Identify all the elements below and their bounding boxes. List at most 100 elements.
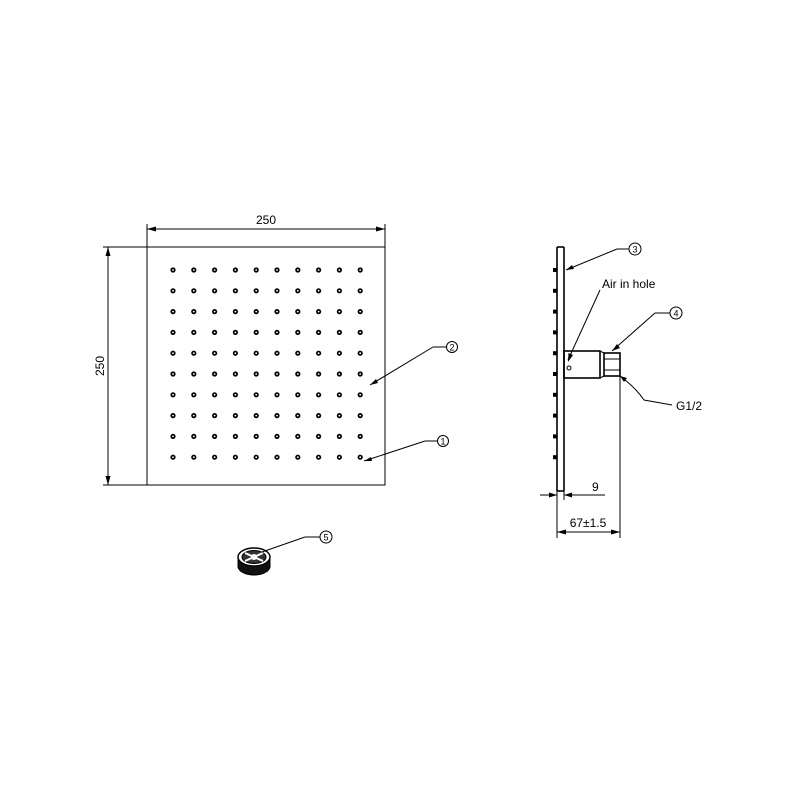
- callout-1: 1: [363, 435, 449, 462]
- nozzle-hole: [192, 393, 195, 396]
- callout-3: 3: [565, 242, 642, 271]
- nozzle-hole: [317, 289, 320, 292]
- nozzle-hole: [296, 269, 299, 271]
- nozzle-hole: [255, 352, 258, 355]
- nozzle-hole: [338, 373, 341, 375]
- nozzle-hole: [338, 456, 341, 459]
- nozzle-hole: [234, 393, 237, 396]
- nozzle-hole: [255, 331, 258, 334]
- nozzle-hole: [359, 352, 362, 355]
- nozzle-hole: [338, 435, 341, 438]
- nozzle-hole: [213, 331, 216, 334]
- nozzle-hole: [276, 456, 278, 459]
- nozzle-hole: [317, 435, 320, 438]
- nozzle-hole: [359, 393, 362, 396]
- callout-5: 5: [261, 530, 333, 553]
- nozzle-hole: [338, 393, 341, 396]
- nozzle-hole: [317, 310, 320, 313]
- nozzle-hole: [338, 352, 341, 355]
- nozzle-hole: [192, 310, 195, 313]
- height-dimension-label: 250: [93, 356, 107, 376]
- nozzle-hole: [359, 289, 362, 292]
- nozzle-hole: [192, 352, 195, 355]
- depth-dimension: 67±1.5: [557, 376, 621, 538]
- side-nozzle-mark: [553, 309, 557, 314]
- side-nozzle-mark: [553, 413, 557, 418]
- nozzle-hole: [234, 289, 237, 292]
- nozzle-hole: [192, 414, 195, 417]
- nozzle-hole: [317, 414, 320, 417]
- nozzle-hole: [276, 414, 278, 417]
- nozzle-hole: [213, 373, 216, 375]
- nozzle-hole: [172, 414, 174, 417]
- nozzle-hole: [172, 352, 174, 355]
- nozzle-hole: [276, 352, 278, 355]
- callout-4: 4: [611, 306, 683, 352]
- nozzle-hole: [234, 435, 237, 438]
- side-view: Air in hole 3 4 G1/2: [540, 242, 702, 538]
- nozzle-hole: [359, 331, 362, 334]
- nozzle-hole: [213, 310, 216, 313]
- nozzle-hole: [213, 352, 216, 355]
- nozzle-hole: [359, 435, 362, 438]
- nozzle-hole: [213, 435, 216, 438]
- nozzle-hole: [338, 289, 341, 292]
- nozzle-hole: [338, 269, 341, 271]
- nozzle-hole: [296, 310, 299, 313]
- air-in-hole: [566, 365, 572, 371]
- nozzle-hole: [234, 352, 237, 355]
- nozzle-hole: [276, 310, 278, 313]
- nozzle-hole: [359, 310, 362, 313]
- shower-plate-outline: [146, 246, 386, 486]
- nozzle-hole: [317, 269, 320, 271]
- side-nozzle-mark: [553, 288, 557, 293]
- nozzle-hole: [276, 393, 278, 396]
- width-dimension-label: 250: [256, 213, 276, 227]
- nozzle-hole: [192, 269, 195, 271]
- nozzle-hole: [359, 269, 362, 271]
- nozzle-hole: [317, 331, 320, 334]
- nozzle-hole: [234, 373, 237, 375]
- nozzle-hole: [276, 269, 278, 271]
- nozzle-hole: [317, 352, 320, 355]
- nozzle-hole: [296, 331, 299, 334]
- nozzle-hole: [255, 393, 258, 396]
- nozzle-hole: [276, 331, 278, 334]
- nozzle-hole: [276, 373, 278, 375]
- nozzle-hole: [317, 456, 320, 459]
- nozzle-hole: [234, 331, 237, 334]
- wall-arm-connector: [563, 350, 601, 379]
- nozzle-hole: [296, 456, 299, 459]
- callout-5-label: 5: [323, 533, 328, 543]
- nozzle-hole: [296, 414, 299, 417]
- air-in-hole-label: Air in hole: [602, 277, 656, 291]
- plate-thickness-label: 9: [592, 480, 599, 494]
- nozzle-hole: [359, 456, 362, 459]
- thread-fitting: [603, 352, 621, 377]
- nozzle-hole: [172, 435, 174, 438]
- nozzle-hole: [276, 289, 278, 292]
- height-dimension: 250: [93, 246, 147, 486]
- nozzle-hole: [296, 435, 299, 438]
- nozzle-hole: [338, 331, 341, 334]
- nozzle-hole: [234, 414, 237, 417]
- nozzle-hole: [338, 310, 341, 313]
- nozzle-hole: [213, 269, 216, 271]
- side-nozzle-mark: [553, 330, 557, 335]
- side-nozzle-marks: [553, 268, 557, 460]
- thread-spec-label: G1/2: [676, 399, 702, 413]
- nozzle-hole: [296, 352, 299, 355]
- side-nozzle-mark: [553, 392, 557, 397]
- nozzle-hole: [213, 393, 216, 396]
- nozzle-hole: [213, 414, 216, 417]
- nozzle-hole: [296, 289, 299, 292]
- side-nozzle-mark: [553, 268, 557, 272]
- width-dimension: 250: [146, 213, 386, 247]
- nozzle-hole: [359, 414, 362, 417]
- nozzle-hole: [338, 414, 341, 417]
- nozzle-hole: [172, 393, 174, 396]
- nozzle-hole: [234, 456, 237, 459]
- nozzle-hole: [234, 269, 237, 271]
- side-nozzle-mark: [553, 372, 557, 376]
